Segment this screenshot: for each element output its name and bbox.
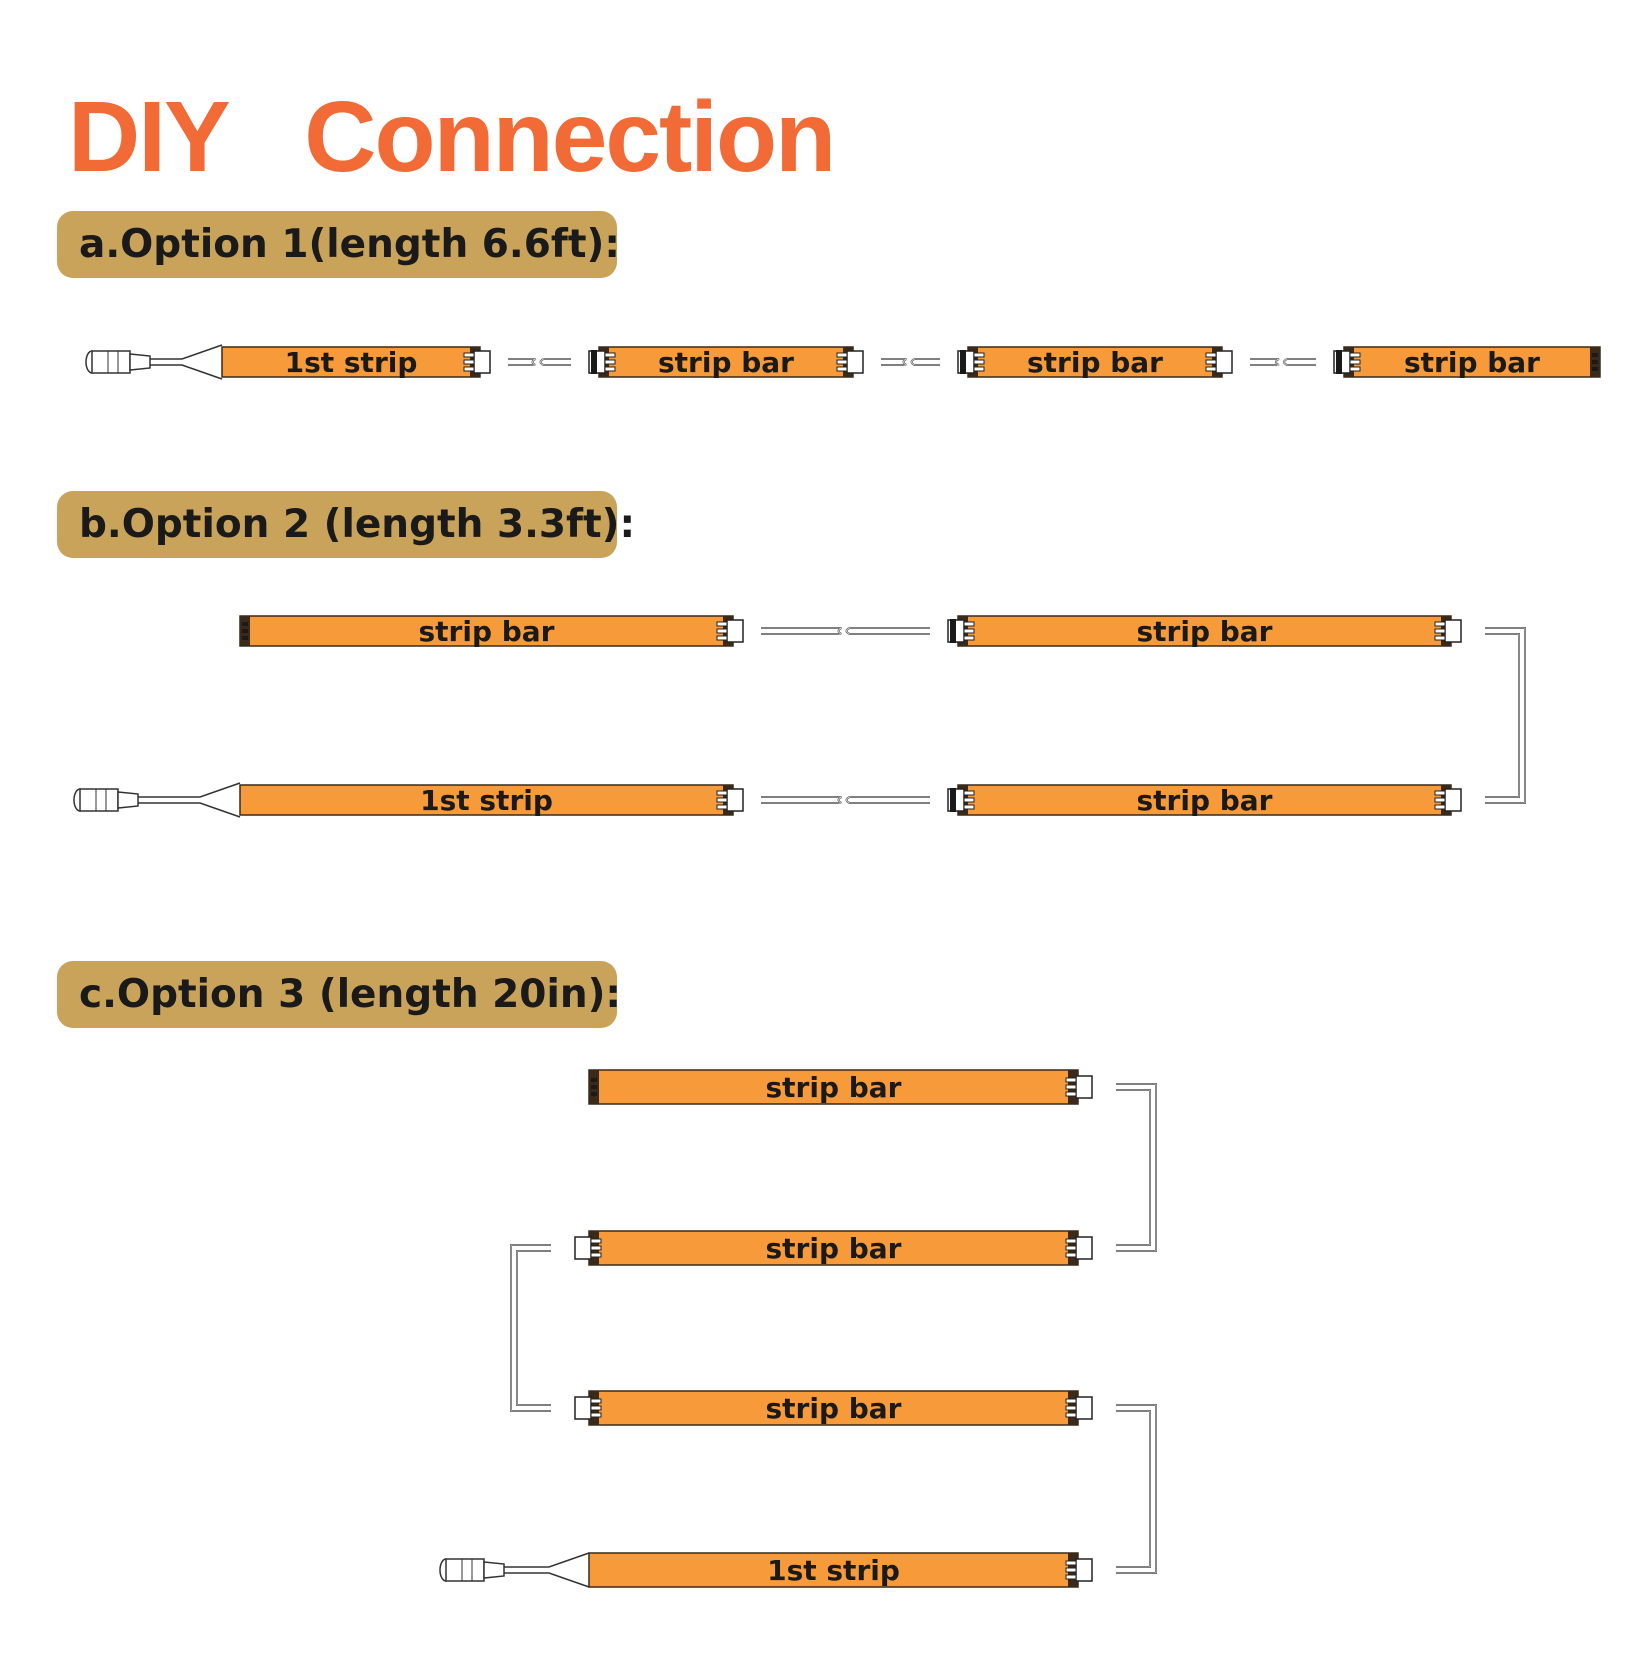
connector-top (1434, 619, 1462, 643)
option-3-diagram: strip bar strip bar strip bar 1st strip (439, 1069, 1157, 1588)
option-2-strip-bottom-right-label: strip bar (1137, 784, 1273, 817)
connector-top (1065, 1075, 1093, 1099)
option-3-strip-2-label: strip bar (766, 1232, 902, 1265)
option-3-strip-2: strip bar (588, 1230, 1079, 1266)
connector-bottom (1434, 788, 1462, 812)
pad-left (591, 1078, 597, 1096)
u-wire-inner (1485, 633, 1520, 798)
u-wire-inner (516, 1250, 551, 1406)
wire-top (881, 358, 907, 366)
option-2-strip-top-left: strip bar (239, 615, 734, 648)
option-2-link-bottom (716, 788, 975, 812)
option-3-u-link-1 (1065, 1075, 1157, 1260)
wire-bottom (845, 796, 930, 804)
option-1-link-1 (463, 350, 616, 374)
option-3-strip-3-label: strip bar (766, 1392, 902, 1425)
option-3-strip-4: 1st strip (588, 1552, 1079, 1588)
option-1-strip-1-label: 1st strip (285, 346, 418, 379)
connector-bottom (1065, 1236, 1093, 1260)
option-3-label: c.Option 3 (length 20in): (57, 961, 621, 1028)
option-2-strip-bottom-right: strip bar (957, 784, 1452, 817)
pad-right (1592, 353, 1598, 371)
option-2-strip-top-right-label: strip bar (1137, 615, 1273, 648)
u-wire-inner (1116, 1410, 1151, 1568)
option-2-link-top (716, 619, 975, 643)
option-1-strip-2: strip bar (598, 346, 854, 379)
pad-left (242, 622, 248, 640)
wire-top (761, 627, 842, 635)
wire-bottom (910, 358, 940, 366)
option-3-strip-1-label: strip bar (766, 1071, 902, 1104)
option-2-strip-top-right: strip bar (957, 615, 1452, 648)
option-2-diagram: strip bar strip bar 1st strip strip bar (73, 615, 1526, 818)
option-3-u-link-2 (510, 1236, 602, 1420)
option-3-strip-1: strip bar (588, 1069, 1079, 1105)
option-2-strip-bottom-left: 1st strip (239, 784, 734, 817)
option-1-strip-3: strip bar (967, 346, 1223, 379)
connector-left (463, 350, 491, 374)
option-1-strip-3-label: strip bar (1027, 346, 1163, 379)
connector-left (716, 788, 744, 812)
option-1-strip-4-label: strip bar (1404, 346, 1540, 379)
wire-top (761, 796, 842, 804)
option-3-strip-3: strip bar (588, 1390, 1079, 1426)
wire-top (508, 358, 536, 366)
option-3-strip-4-label: 1st strip (767, 1554, 900, 1587)
option-2-label: b.Option 2 (length 3.3ft): (57, 491, 635, 558)
option-1-diagram: 1st strip strip bar strip bar strip bar (85, 344, 1601, 380)
option-1-strip-1: 1st strip (221, 346, 481, 379)
option-1-link-2 (836, 350, 985, 374)
connector-left (836, 350, 864, 374)
page-title: DIY Connection (68, 81, 836, 193)
wire-bottom (539, 358, 571, 366)
option-2-strip-top-left-label: strip bar (419, 615, 555, 648)
option-1-strip-2-label: strip bar (658, 346, 794, 379)
connector-left (1205, 350, 1233, 374)
connector-top (1065, 1396, 1093, 1420)
connector-bottom (574, 1396, 602, 1420)
dc-power-jack (85, 344, 223, 380)
title-word-connection: Connection (304, 81, 836, 193)
option-1-strip-4: strip bar (1343, 346, 1601, 379)
dc-power-jack (439, 1552, 590, 1588)
connector-bottom (1065, 1558, 1093, 1582)
u-wire-inner (1116, 1089, 1151, 1246)
option-3-u-link-3 (1065, 1396, 1157, 1582)
wire-bottom (1283, 358, 1316, 366)
option-2-strip-bottom-left-label: 1st strip (420, 784, 553, 817)
option-1-label: a.Option 1(length 6.6ft): (57, 211, 620, 278)
wire-bottom (845, 627, 930, 635)
wire-top (1250, 358, 1280, 366)
option-2-u-link (1434, 619, 1526, 812)
connector-top (574, 1236, 602, 1260)
option-1-link-3 (1205, 350, 1361, 374)
dc-power-jack (73, 782, 241, 818)
connector-left (716, 619, 744, 643)
title-word-diy: DIY (68, 81, 229, 193)
